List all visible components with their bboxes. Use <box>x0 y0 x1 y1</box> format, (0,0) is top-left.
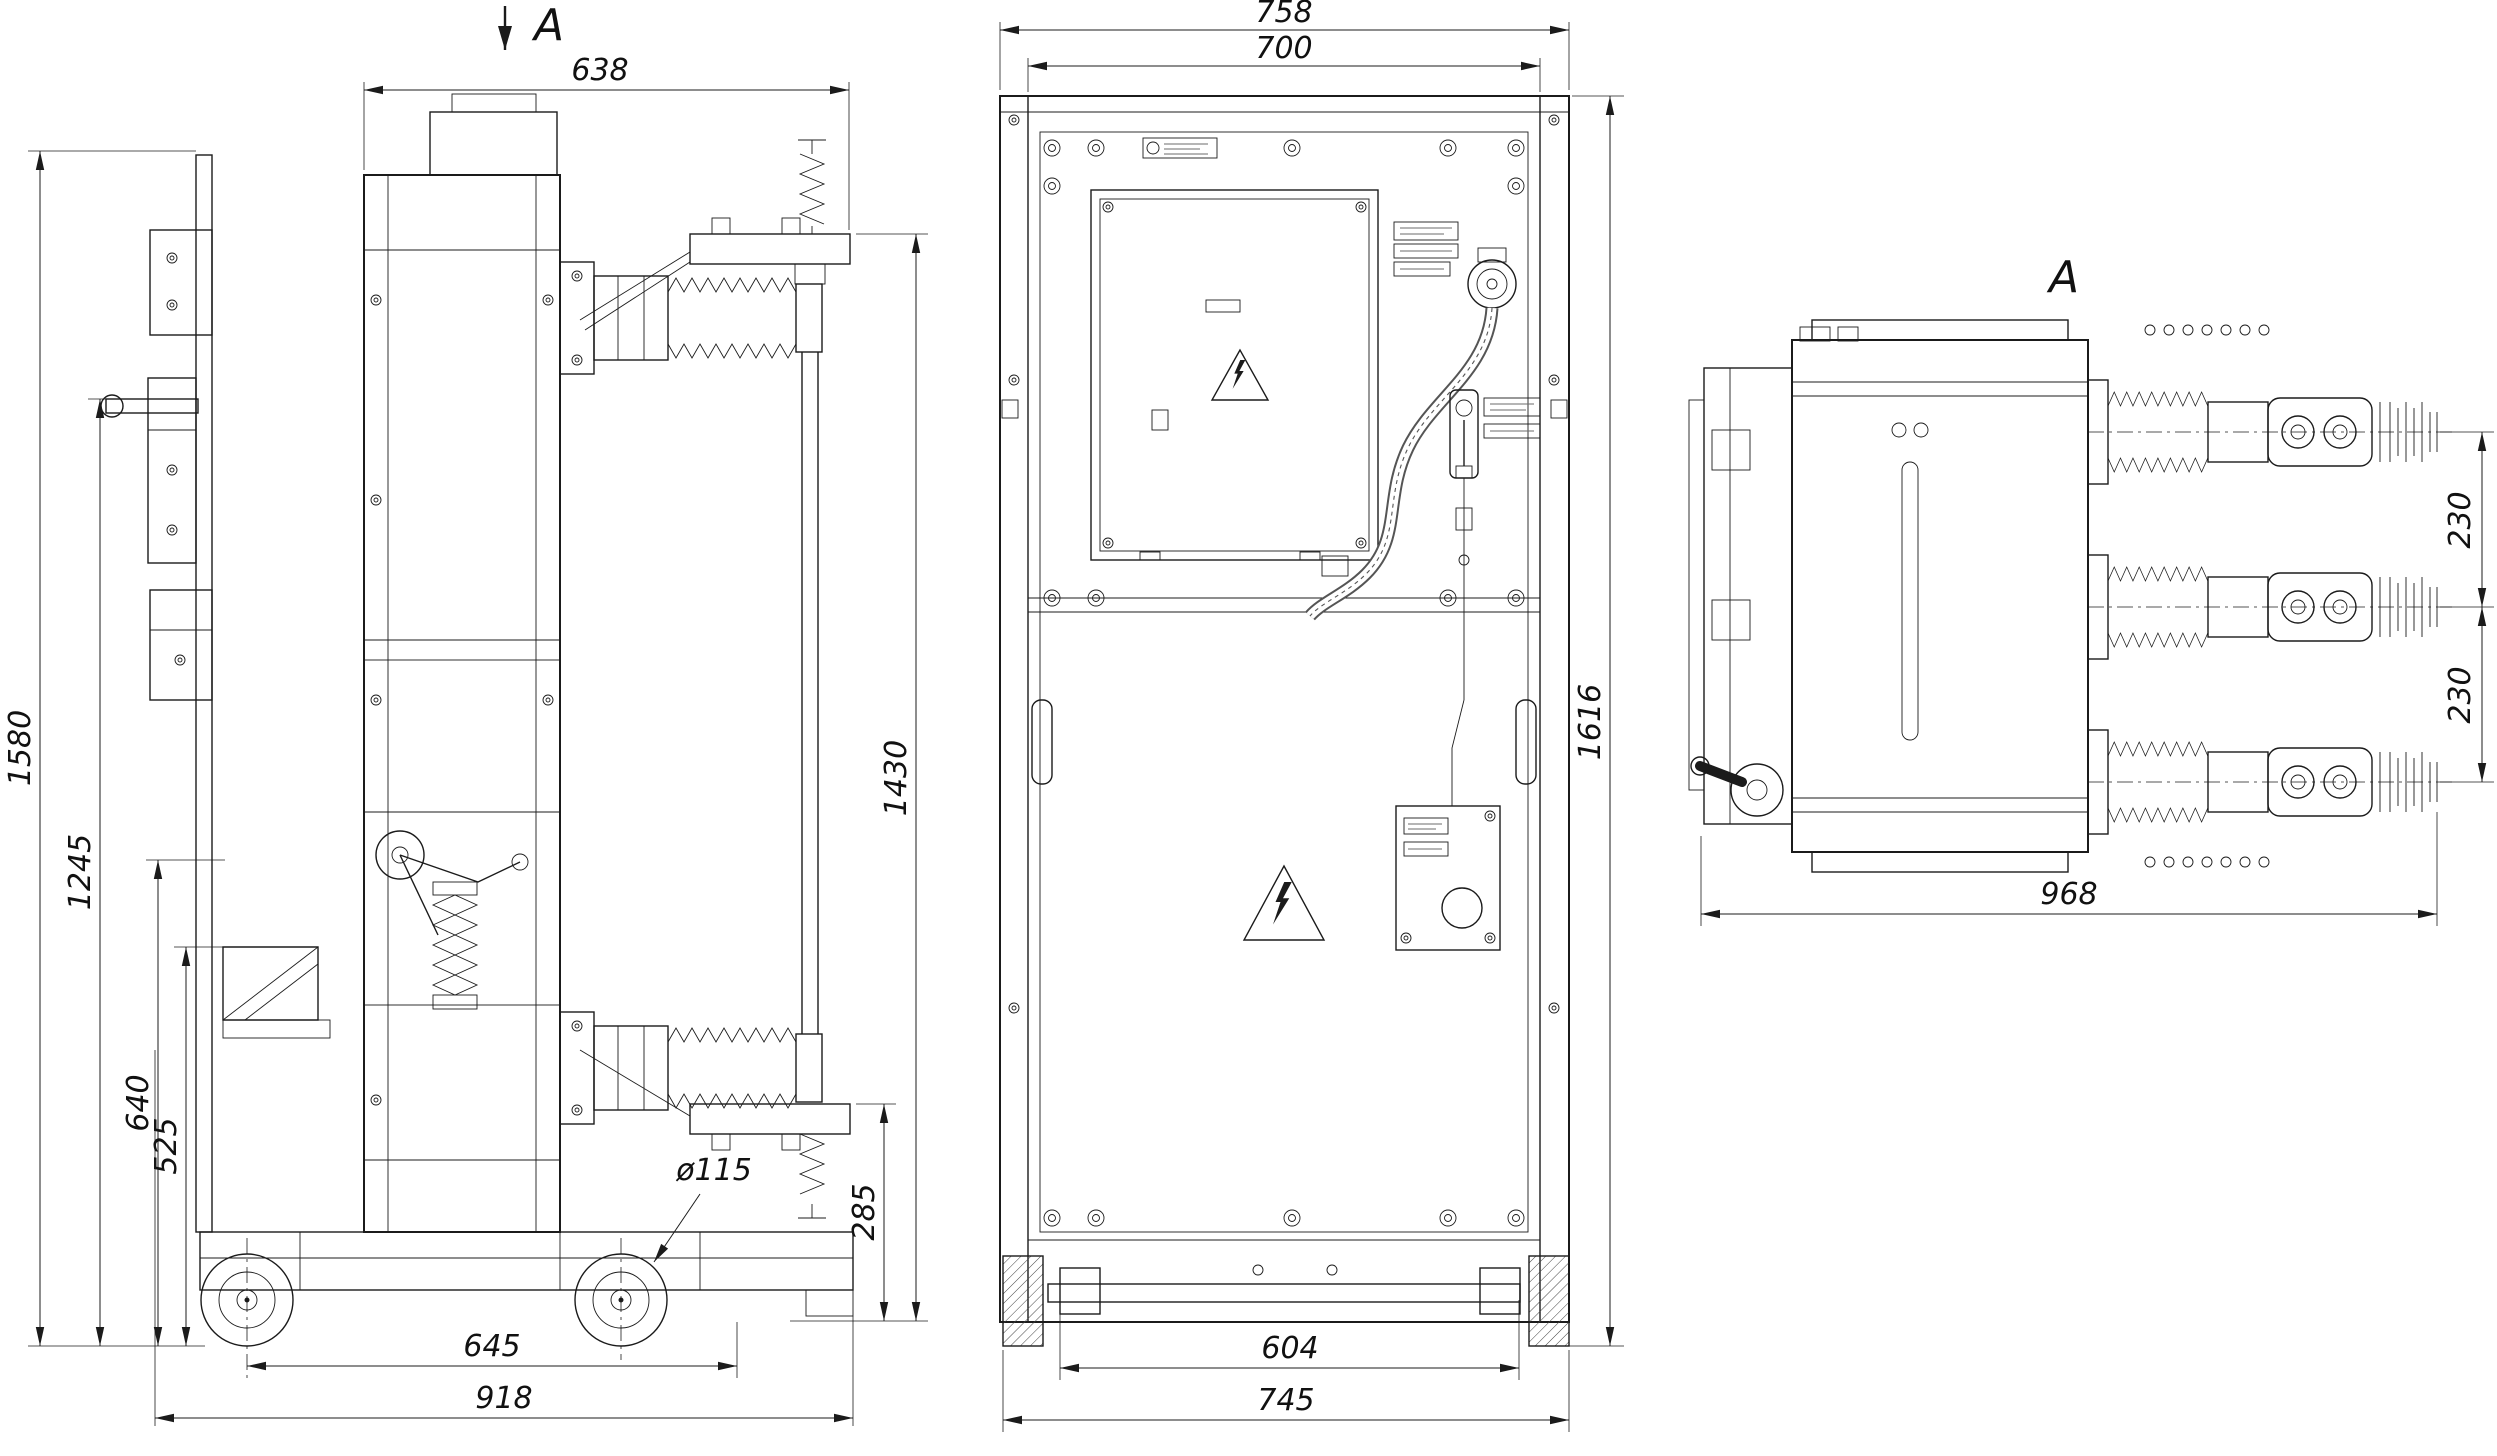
interlock-lever <box>1449 389 1479 479</box>
dim-overall-length-918: 918 <box>154 1050 854 1426</box>
lower-pole <box>559 1011 823 1125</box>
dim-pole-pitch-lower-230: 230 <box>2440 607 2494 783</box>
control-panel-door <box>1090 189 1379 561</box>
manual-drive-handle <box>100 394 199 418</box>
dim-door-width-700: 700 <box>1027 31 1541 92</box>
dim-label: 525 <box>149 1117 184 1174</box>
top-view: A <box>1688 252 2494 926</box>
plug-connector <box>1467 247 1517 309</box>
labels-right <box>1393 221 1459 277</box>
bolt-row-bottom <box>2144 856 2270 868</box>
dim-label: 230 <box>2443 491 2478 548</box>
dim-label: 645 <box>463 1329 520 1364</box>
right-wheel <box>1528 1255 1570 1347</box>
dim-label: 1616 <box>1573 684 1608 760</box>
right-door-handle <box>1515 699 1537 785</box>
dim-overall-depth-968: 968 <box>1700 812 2438 926</box>
front-bracket <box>1688 367 1793 825</box>
dim-lower-terminal-285: 285 <box>847 1103 896 1321</box>
pole-3 <box>2087 729 2455 835</box>
auxiliary-box <box>1395 805 1501 951</box>
drive-shaft-coupling <box>1690 756 1784 817</box>
view-a-label: A <box>2046 252 2079 303</box>
hv-warning-triangle-icon <box>1242 864 1326 941</box>
dim-label: 1580 <box>3 710 38 786</box>
drive-mechanism <box>100 154 331 1233</box>
dim-label: 1430 <box>879 740 914 816</box>
front-view: 758 700 1616 604 745 <box>999 0 1624 1432</box>
dim-drive-height-1245: 1245 <box>63 398 150 1346</box>
support-insulator <box>432 894 478 996</box>
lower-terminal <box>579 1049 851 1219</box>
dim-label: 285 <box>847 1183 882 1240</box>
dim-overall-height-1616: 1616 <box>1569 95 1624 1347</box>
nameplate <box>1142 137 1218 159</box>
dim-terminal-span-1430: 1430 <box>790 233 928 1322</box>
dim-label: 640 <box>121 1074 156 1131</box>
lower-bellows <box>667 1027 797 1109</box>
dim-wheel-span-745: 745 <box>1002 1350 1570 1432</box>
dim-wheel-diameter: ø115 <box>653 1153 752 1263</box>
bolt-row-top <box>2144 324 2270 336</box>
dim-axle-span-604: 604 <box>1059 1300 1520 1380</box>
dim-overall-width-758: 758 <box>999 0 1570 90</box>
pole-1 <box>2087 379 2455 485</box>
dim-label: 1245 <box>63 834 98 910</box>
dim-top-width-638: 638 <box>363 53 850 230</box>
earthing-rod <box>1451 478 1473 806</box>
dim-label: 638 <box>571 53 628 88</box>
dim-label: 745 <box>1257 1383 1314 1418</box>
dim-base-height-525: 525 <box>149 946 230 1346</box>
side-view: A <box>3 0 928 1426</box>
pole-link-rods <box>801 352 819 1034</box>
dim-label: 700 <box>1255 31 1312 66</box>
section-arrow-label: A <box>531 0 564 51</box>
dim-label: ø115 <box>675 1153 752 1188</box>
frame-column <box>363 93 561 1233</box>
contact-spring <box>798 139 826 234</box>
dim-pole-pitch-upper-230: 230 <box>2440 431 2494 608</box>
upper-bellows <box>667 277 797 359</box>
dim-wheel-base-645: 645 <box>247 1322 738 1378</box>
dim-label: 758 <box>1255 0 1312 30</box>
dim-label: 918 <box>475 1381 532 1416</box>
dim-frame-height-640: 640 <box>121 859 225 1346</box>
contact-spring <box>798 1133 826 1219</box>
pole-2 <box>2087 554 2455 660</box>
dim-label: 604 <box>1261 1331 1318 1366</box>
dim-overall-height-1580: 1580 <box>3 150 205 1347</box>
upper-terminal <box>579 139 851 331</box>
left-door-handle <box>1031 699 1053 785</box>
dim-label: 230 <box>2443 666 2478 723</box>
left-wheel <box>1002 1255 1044 1347</box>
upper-pole <box>559 261 823 375</box>
labels-interlock <box>1483 397 1541 439</box>
linkage-mechanism <box>363 659 561 1010</box>
warning-triangle-icon <box>1210 348 1270 401</box>
breaker-body-top <box>1791 319 2270 873</box>
base-frame <box>199 1231 854 1317</box>
dim-label: 968 <box>2040 877 2097 912</box>
axle-assembly <box>1002 1239 1570 1347</box>
control-cable <box>1305 307 1499 621</box>
